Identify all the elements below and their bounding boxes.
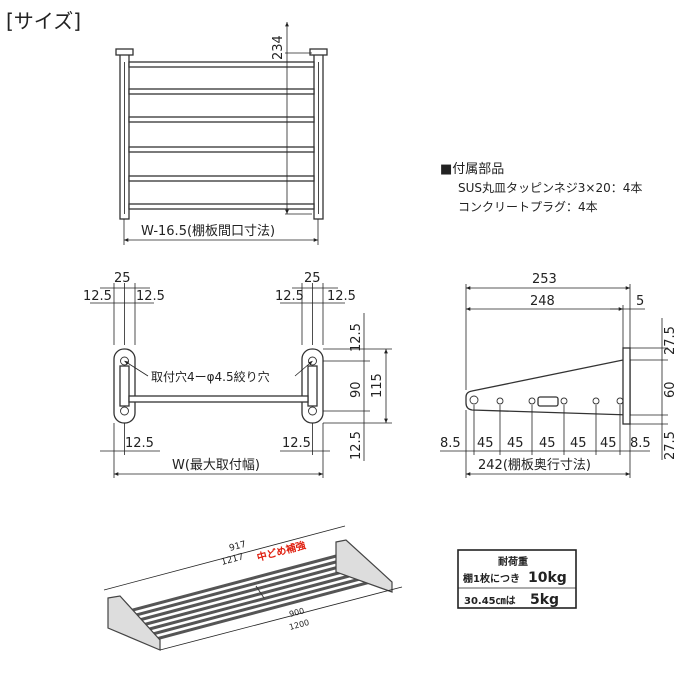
- iso-dim-label: 900: [288, 606, 305, 619]
- dim-label: 12.5: [125, 436, 154, 451]
- iso-dim-label: 917: [228, 540, 247, 554]
- dim-label: 45: [600, 436, 617, 451]
- dim-label: 45: [507, 436, 524, 451]
- dim-label: 12.5: [349, 323, 364, 352]
- front-shelf-bars: [128, 61, 315, 210]
- dim-label: 27.5: [663, 431, 678, 460]
- accessories-heading: ■付属部品: [440, 162, 504, 177]
- bracket-width-label: W(最大取付幅): [172, 458, 260, 473]
- accessories-block: ■付属部品 SUS丸皿タッピンネジ3×20：4本 コンクリートプラグ：4本: [440, 162, 642, 214]
- depth-label: 242(棚板奥行寸法): [478, 458, 591, 473]
- accessory-item: コンクリートプラグ：4本: [458, 200, 598, 214]
- front-height-label: 234: [271, 35, 286, 60]
- iso-left-bracket: [107, 595, 161, 651]
- dim-label: 12.5: [327, 289, 356, 304]
- load-line2-prefix: 30.45㎝は: [464, 595, 516, 607]
- load-line2-value: 5kg: [530, 592, 559, 608]
- side-bracket: [465, 359, 631, 416]
- dim-label: 253: [532, 272, 557, 287]
- hole-label: 取付穴4ーφ4.5絞り穴: [151, 369, 270, 384]
- load-capacity-box: 耐荷重 棚1枚につき 10kg 30.45㎝は 5kg: [457, 549, 577, 609]
- dim-label: 12.5: [275, 289, 304, 304]
- dim-label: 60: [663, 381, 678, 398]
- dim-label: 45: [570, 436, 587, 451]
- load-line1-value: 10kg: [528, 570, 567, 586]
- iso-shelf-rails: [113, 553, 383, 641]
- dim-label: 12.5: [136, 289, 165, 304]
- front-width-label: W-16.5(棚板間口寸法): [141, 224, 275, 239]
- dim-label: 8.5: [440, 436, 461, 451]
- mounting-hole: [308, 406, 317, 416]
- load-line1-prefix: 棚1枚につき: [463, 572, 520, 585]
- dim-label: 12.5: [282, 436, 311, 451]
- post-screws: [124, 62, 319, 214]
- section-title: [サイズ]: [6, 9, 81, 33]
- front-view: 234 W-16.5(棚板間口寸法): [115, 22, 328, 245]
- dim-label: 90: [349, 381, 364, 398]
- dim-label: 12.5: [83, 289, 112, 304]
- bracket-shelf-bar: [128, 395, 309, 403]
- iso-dim-label: 1200: [288, 618, 310, 632]
- dim-label: 115: [370, 373, 385, 398]
- dim-label: 27.5: [663, 326, 678, 355]
- dim-label: 12.5: [349, 431, 364, 460]
- mounting-hole: [120, 406, 129, 416]
- dim-label: 25: [304, 271, 321, 286]
- dim-label: 25: [114, 271, 131, 286]
- iso-view: 917 1217 中どめ補強 900 1200: [103, 525, 403, 651]
- iso-dim-label: 1217: [220, 552, 245, 568]
- dim-label: 45: [539, 436, 556, 451]
- dim-label: 248: [530, 294, 555, 309]
- dim-label: 45: [477, 436, 494, 451]
- load-title: 耐荷重: [498, 555, 528, 568]
- side-view: 253 248 5 27.5 60 27.5 8.5 45 45 45 45 4…: [440, 272, 678, 478]
- right-cap: [309, 48, 328, 56]
- bracket-view: 25 12.5 12.5 25 12.5 12.5 取付穴4ーφ4.5絞り穴 1…: [83, 271, 392, 478]
- iso-right-bracket: [335, 539, 393, 593]
- left-cap: [115, 48, 134, 56]
- dim-label: 5: [636, 294, 644, 309]
- dim-label: 8.5: [630, 436, 651, 451]
- accessory-item: SUS丸皿タッピンネジ3×20：4本: [458, 181, 642, 195]
- reinforcement-label: 中どめ補強: [255, 538, 307, 563]
